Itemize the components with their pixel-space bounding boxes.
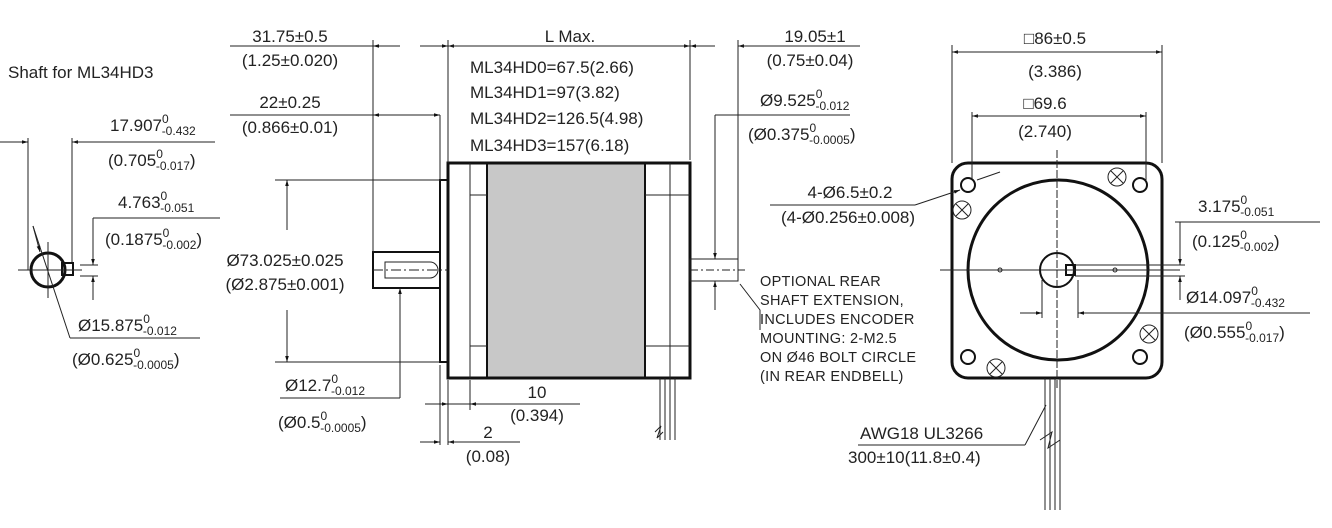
- flat-14-mm: Ø14.0970-0.432: [1186, 284, 1285, 310]
- front-shaft-length-in: (1.25±0.020): [242, 51, 338, 70]
- flat-14-in: (Ø0.5550-0.017): [1184, 319, 1285, 345]
- flange-thickness-in: (0.394): [510, 406, 564, 425]
- front-key-width-mm: 3.1750-0.051: [1198, 193, 1275, 219]
- screw-icons: [952, 167, 1159, 378]
- model-length-hd3: ML34HD3=157(6.18): [470, 136, 629, 155]
- flange-thickness-mm: 10: [528, 383, 547, 402]
- front-key-width-in: (0.1250-0.002): [1192, 228, 1280, 254]
- dimension-labels: 31.75±0.5 (1.25±0.020) L Max. ML34HD0=67…: [72, 27, 1285, 467]
- pilot-dia-in: (Ø2.875±0.001): [226, 275, 345, 294]
- key-width-mm: 4.7630-0.051: [118, 189, 195, 215]
- note-line: SHAFT EXTENSION,: [760, 293, 904, 309]
- pilot-height-in: (0.08): [466, 447, 510, 466]
- key-length-in: (0.866±0.01): [242, 118, 338, 137]
- front-shaft-length-mm: 31.75±0.5: [252, 27, 328, 46]
- shaft-12-mm: Ø12.70-0.012: [285, 372, 365, 398]
- shaft-end-view: [0, 138, 220, 339]
- wire-type: AWG18 UL3266: [860, 424, 983, 443]
- note-line: (IN REAR ENDBELL): [760, 369, 904, 385]
- note-line: MOUNTING: 2-M2.5: [760, 331, 897, 347]
- square-69-mm: □69.6: [1023, 94, 1066, 113]
- pilot-dia-mm: Ø73.025±0.025: [226, 251, 343, 270]
- front-dimension-lines: [770, 45, 1320, 446]
- l-max-label: L Max.: [545, 27, 595, 46]
- rear-shaft-length-mm: 19.05±1: [784, 27, 845, 46]
- rear-shaft-dia-in: (Ø0.3750-0.0005): [748, 121, 856, 147]
- title: Shaft for ML34HD3: [8, 63, 154, 82]
- note-line: ON Ø46 BOLT CIRCLE: [760, 350, 916, 366]
- shaft-dia-in: (Ø0.6250-0.0005): [72, 346, 180, 372]
- flat-17-mm: 17.9070-0.432: [110, 112, 196, 138]
- motor-side-view: [372, 161, 745, 440]
- motor-front-view: [940, 150, 1180, 510]
- rear-shaft-dia-mm: Ø9.5250-0.012: [760, 87, 850, 113]
- flat-17-in: (0.7050-0.017): [108, 147, 196, 173]
- model-length-hd1: ML34HD1=97(3.82): [470, 83, 620, 102]
- note-line: INCLUDES ENCODER: [760, 312, 915, 328]
- square-69-in: (2.740): [1018, 122, 1072, 141]
- key-width-in: (0.18750-0.002): [105, 226, 202, 252]
- side-dimension-lines: [230, 40, 860, 445]
- model-length-hd0: ML34HD0=67.5(2.66): [470, 58, 634, 77]
- pilot-height-mm: 2: [483, 423, 492, 442]
- square-86-in: (3.386): [1028, 62, 1082, 81]
- note-line: OPTIONAL REAR: [760, 274, 881, 290]
- rear-shaft-length-in: (0.75±0.04): [767, 51, 854, 70]
- mount-holes-mm: 4-Ø6.5±0.2: [808, 183, 893, 202]
- shaft-12-in: (Ø0.50-0.0005): [278, 409, 367, 435]
- mount-holes-in: (4-Ø0.256±0.008): [781, 208, 915, 227]
- rear-shaft-note: OPTIONAL REAR SHAFT EXTENSION, INCLUDES …: [760, 274, 916, 385]
- wire-length: 300±10(11.8±0.4): [848, 448, 981, 467]
- square-86-mm: □86±0.5: [1024, 29, 1086, 48]
- model-length-hd2: ML34HD2=126.5(4.98): [470, 109, 643, 128]
- key-length-mm: 22±0.25: [259, 93, 320, 112]
- shaft-dia-mm: Ø15.8750-0.012: [78, 312, 177, 338]
